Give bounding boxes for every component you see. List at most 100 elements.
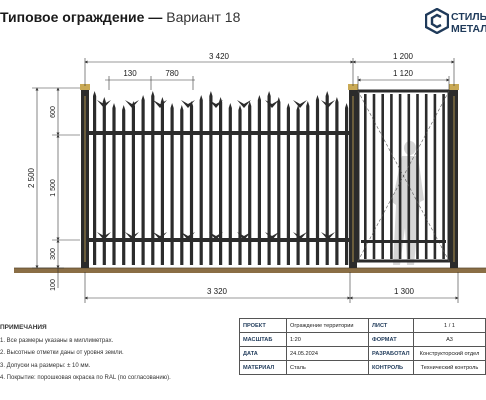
picket [315,100,320,265]
chevron-ornament [97,232,111,240]
picket [189,106,194,265]
picket [112,108,116,265]
dim-label-gate-outer: 1 200 [393,52,414,61]
dim-label-vertical-300: 300 [50,248,57,260]
picket-tip [209,91,213,96]
post-middle [348,84,358,268]
gate-picket [372,94,376,259]
dim-label-bottom-right: 1 300 [394,287,415,296]
picket-tip [306,101,310,106]
title-variant: Вариант 18 [166,9,241,25]
notes-block: ПРИМЕЧАНИЯ 1. Все размеры указаны в милл… [0,322,232,385]
dim-label-vertical-600: 600 [50,106,57,118]
picket-tip [248,101,252,106]
chevron-ornament [181,100,195,108]
note-item: 1. Все размеры указаны в миллиметрах. [0,337,114,344]
note-item: 3. Допуски на размеры: ± 10 мм. [0,362,91,369]
note-item: 2. Высотные отметки даны от уровня земли… [0,350,124,356]
picket [122,110,126,265]
sheet-value: 1 / 1 [413,318,486,333]
picket [160,102,164,265]
picket-tip [315,95,320,100]
picket [248,106,252,265]
date-label: ДАТА [239,346,287,361]
gate-picket [390,94,393,259]
chevron-ornament [293,100,307,108]
picket [345,108,349,265]
picket [306,106,310,265]
drawing-title: Типовое ограждение — Вариант 18 [0,9,240,25]
picket [257,100,261,265]
picket-tip [228,103,232,108]
material-value: Сталь [286,360,369,375]
chevron-ornament [265,100,279,108]
fence-drawing: 3 420 130 780 1 200 1 120 3 320 1 300 2 … [14,52,486,303]
picket-tip [160,97,164,102]
picket [93,96,97,265]
chevron-ornament [237,100,251,108]
picket [180,110,184,265]
top-rail [88,131,351,135]
picket [296,110,300,265]
picket [267,96,271,265]
gate-picket [442,94,445,259]
picket [131,106,135,265]
picket [219,102,223,265]
gate-picket [433,94,437,259]
chevron-ornament [153,100,167,108]
chevron-ornament [293,232,307,240]
picket-tip [219,97,223,102]
post-left [80,84,90,268]
logo-line2: МЕТАЛ [451,23,486,35]
format-value: А3 [413,332,486,347]
control-value: Технический контроль [413,360,486,375]
picket-tip [286,103,290,108]
left-section-pickets [93,91,349,265]
picket-tip [122,105,126,110]
dim-label-vertical-100: 100 [50,279,57,291]
project-value: Ограждение территории [286,318,369,333]
picket [102,102,106,265]
format-label: ФОРМАТ [368,332,414,347]
chevron-ornament [209,100,223,108]
post-right [449,84,459,268]
picket [325,96,329,265]
gate-picket [364,94,367,259]
picket [277,102,281,265]
gate-picket [416,94,419,259]
control-label: КОНТРОЛЬ [368,360,414,375]
picket [141,100,145,265]
picket [238,110,242,265]
picket [151,96,155,265]
picket-tip [325,91,329,96]
gate-pickets [364,94,445,259]
developed-label: РАЗРАБОТАЛ [368,346,414,361]
gate-frame [356,89,451,263]
picket-tip [267,91,271,96]
chevron-ornament [181,232,195,240]
scale-label: МАСШТАБ [239,332,287,347]
logo-text: СТИЛЬ МЕТАЛ [451,11,486,35]
chevron-ornament [125,232,139,240]
developed-value: Конструкторский отдел [413,346,486,361]
picket-tip [296,105,300,110]
picket-tip [170,103,174,108]
bottom-rail [88,238,351,242]
chevron-ornament [237,232,251,240]
picket [199,100,203,265]
picket [228,108,232,265]
chevron-ornament [125,100,139,108]
picket-tip [238,105,242,110]
picket-tip [93,91,97,96]
picket [286,108,290,265]
gate-bottom-rail [361,240,446,243]
chevron-ornament [153,232,167,240]
title-block: ПРОЕКТ Ограждение территории ЛИСТ 1 / 1 … [239,318,486,375]
picket-tip [335,97,339,102]
date-value: 24.05.2024 [286,346,369,361]
picket-tip [102,97,106,102]
picket-tip [112,103,116,108]
dim-label-780: 780 [165,69,179,78]
gate-picket [424,94,428,259]
dim-label-gate-inner: 1 120 [393,69,414,78]
